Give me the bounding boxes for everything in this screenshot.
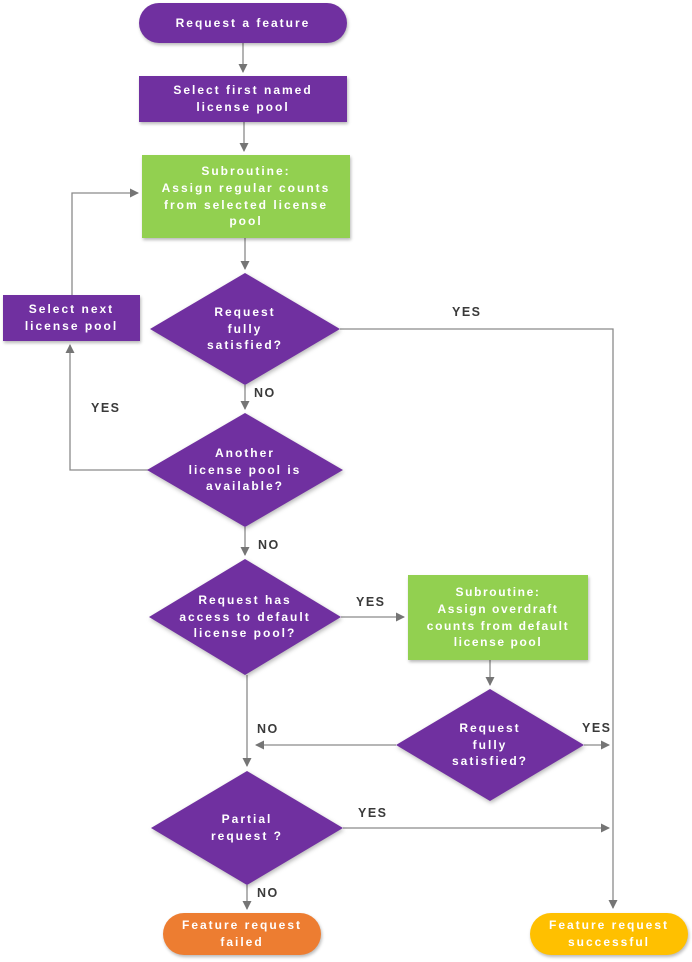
decision-request-fully-satisfied-1-label: Request fully satisfied? (206, 304, 283, 353)
decision-another-license-pool-label: Another license pool is available? (188, 445, 302, 494)
connector-select-next-to-subroutine-regular (71, 188, 139, 295)
decision-partial-request-shape (151, 771, 343, 885)
connector-satisfied1-yes-to-successful (340, 328, 618, 909)
edge-label-partial-yes: YES (358, 806, 388, 820)
edge-label-satisfied2-no: NO (257, 722, 279, 736)
process-select-next-pool-label: Select next license pool (24, 302, 119, 333)
process-select-first-pool-label: Select first named license pool (173, 83, 313, 114)
edge-label-satisfied1-yes: YES (452, 305, 482, 319)
process-select-next-pool: Select next license pool (3, 295, 140, 341)
edge-label-another-pool-yes: YES (91, 401, 121, 415)
terminator-feature-request-failed: Feature request failed (163, 913, 321, 955)
edge-label-satisfied1-no: NO (254, 386, 276, 400)
subroutine-assign-overdraft-counts-label: Subroutine: Assign overdraft counts from… (426, 585, 570, 650)
decision-partial-request-label: Partial request ? (210, 812, 283, 843)
decision-access-default-pool-shape (149, 559, 341, 675)
start-terminator: Request a feature (139, 3, 347, 43)
edge-label-partial-no: NO (257, 886, 279, 900)
edge-label-satisfied2-yes: YES (582, 721, 612, 735)
connector-another-pool-yes-to-select-next (65, 344, 150, 471)
decision-request-fully-satisfied-2-shape (396, 689, 584, 801)
subroutine-assign-regular-counts: Subroutine: Assign regular counts from s… (142, 155, 350, 238)
feature-request-successful-label: Feature request successful (548, 918, 670, 949)
subroutine-assign-regular-counts-label: Subroutine: Assign regular counts from s… (161, 164, 331, 229)
decision-request-fully-satisfied-1-shape (150, 273, 340, 385)
subroutine-assign-overdraft-counts: Subroutine: Assign overdraft counts from… (408, 575, 588, 660)
decision-another-license-pool-shape (147, 413, 343, 527)
process-select-first-pool: Select first named license pool (139, 76, 347, 122)
feature-request-failed-label: Feature request failed (181, 918, 303, 949)
start-label: Request a feature (175, 15, 311, 30)
decision-access-default-pool-label: Request has access to default license po… (179, 592, 311, 641)
terminator-feature-request-successful: Feature request successful (530, 913, 688, 955)
edge-label-access-default-yes: YES (356, 595, 386, 609)
edge-label-another-pool-no: NO (258, 538, 280, 552)
decision-request-fully-satisfied-2-label: Request fully satisfied? (451, 720, 528, 769)
